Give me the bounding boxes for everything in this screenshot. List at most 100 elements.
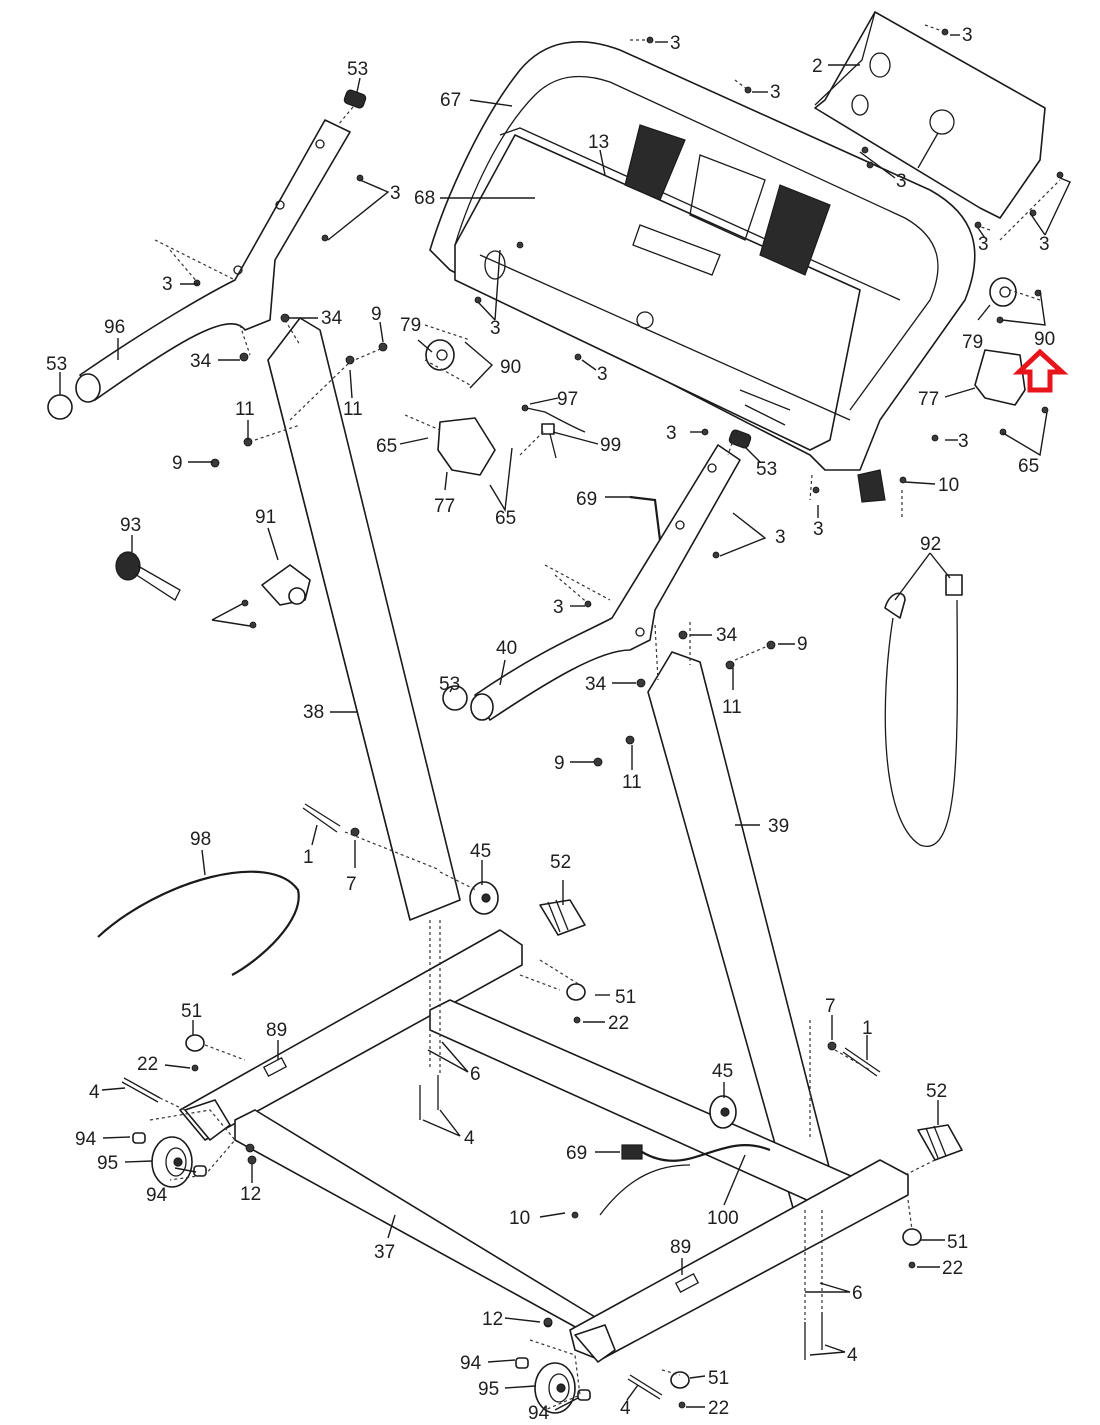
label-11: 11 xyxy=(343,399,363,420)
label-3: 3 xyxy=(490,318,501,339)
label-91: 91 xyxy=(255,507,276,528)
label-22: 22 xyxy=(137,1054,158,1075)
label-92: 92 xyxy=(920,534,941,555)
label-3: 3 xyxy=(978,234,989,255)
label-4: 4 xyxy=(620,1398,631,1419)
label-22: 22 xyxy=(708,1398,729,1419)
label-11: 11 xyxy=(722,697,742,718)
label-95: 95 xyxy=(97,1153,118,1174)
wheel-95-right xyxy=(534,1362,576,1414)
label-4: 4 xyxy=(847,1345,858,1366)
spacers-94-12 xyxy=(132,1132,591,1401)
label-9: 9 xyxy=(371,304,382,325)
latch-91 xyxy=(261,564,311,606)
label-3: 3 xyxy=(775,527,786,548)
label-52: 52 xyxy=(550,852,571,873)
label-4: 4 xyxy=(464,1128,475,1149)
label-79: 79 xyxy=(400,315,421,336)
label-98: 98 xyxy=(190,829,211,850)
label-95: 95 xyxy=(478,1379,499,1400)
label-96: 96 xyxy=(104,317,125,338)
base-frame-37 xyxy=(179,929,909,1363)
label-65: 65 xyxy=(376,436,397,457)
wire-harness-69-lower xyxy=(599,1144,771,1216)
label-51: 51 xyxy=(181,1001,202,1022)
wire-harness-69-upper xyxy=(629,495,662,541)
leader-lines xyxy=(59,34,1071,1411)
bolts-1 xyxy=(302,803,881,1077)
label-79: 79 xyxy=(962,332,983,353)
label-7: 7 xyxy=(825,996,836,1017)
label-22: 22 xyxy=(608,1013,629,1034)
label-65: 65 xyxy=(495,508,516,529)
label-45: 45 xyxy=(712,1061,733,1082)
label-53: 53 xyxy=(439,674,460,695)
label-52: 52 xyxy=(926,1081,947,1102)
label-3: 3 xyxy=(896,171,907,192)
label-100: 100 xyxy=(707,1208,739,1229)
speakers-79 xyxy=(425,277,1017,371)
label-3: 3 xyxy=(553,597,564,618)
label-53: 53 xyxy=(756,459,777,480)
label-89: 89 xyxy=(670,1237,691,1258)
end-cap-52-left xyxy=(539,899,586,936)
knob-93 xyxy=(115,551,181,601)
long-screws-4 xyxy=(121,1075,823,1400)
label-12: 12 xyxy=(240,1184,261,1205)
label-1: 1 xyxy=(303,847,314,868)
label-68: 68 xyxy=(414,188,435,209)
label-69: 69 xyxy=(576,489,597,510)
label-22: 22 xyxy=(942,1258,963,1279)
console-cover-2 xyxy=(814,11,1046,219)
console-cable xyxy=(857,469,886,503)
label-89: 89 xyxy=(266,1020,287,1041)
roller-45-upper xyxy=(469,881,499,915)
label-39: 39 xyxy=(768,816,789,837)
label-34: 34 xyxy=(190,351,212,372)
label-10: 10 xyxy=(509,1208,530,1229)
label-3: 3 xyxy=(162,274,173,295)
label-34: 34 xyxy=(321,308,343,329)
label-51: 51 xyxy=(615,987,636,1008)
leveling-feet-51 xyxy=(185,983,922,1389)
label-93: 93 xyxy=(120,515,141,536)
right-handrail-40 xyxy=(470,444,741,721)
label-3: 3 xyxy=(666,423,677,444)
label-4: 4 xyxy=(89,1082,100,1103)
label-40: 40 xyxy=(496,638,517,659)
label-34: 34 xyxy=(585,674,607,695)
label-3: 3 xyxy=(1039,234,1050,255)
label-94: 94 xyxy=(528,1403,550,1424)
label-94: 94 xyxy=(146,1185,168,1206)
label-99: 99 xyxy=(600,435,621,456)
label-90: 90 xyxy=(500,357,521,378)
label-11: 11 xyxy=(622,772,642,793)
label-9: 9 xyxy=(554,753,565,774)
label-1: 1 xyxy=(862,1018,873,1039)
label-12: 12 xyxy=(482,1309,503,1330)
label-97: 97 xyxy=(557,389,578,410)
sensor-99 xyxy=(521,406,586,459)
wheel-95-left xyxy=(151,1136,193,1188)
label-51: 51 xyxy=(947,1232,968,1253)
assembly-lines xyxy=(149,24,1061,1411)
label-94: 94 xyxy=(75,1129,97,1150)
left-handrail-96 xyxy=(75,119,351,403)
label-37: 37 xyxy=(374,1242,395,1263)
label-77: 77 xyxy=(918,389,939,410)
label-65: 65 xyxy=(1018,456,1039,477)
safety-key-92 xyxy=(884,574,963,847)
label-67: 67 xyxy=(440,90,461,111)
handrail-caps-53 xyxy=(47,89,752,711)
label-53: 53 xyxy=(347,59,368,80)
label-34: 34 xyxy=(716,625,738,646)
part-labels: 3 3 2 53 67 3 13 3 68 3 3 3 3 3 96 34 9 … xyxy=(46,25,1055,1424)
label-3: 3 xyxy=(962,25,973,46)
roller-45-lower xyxy=(709,1095,737,1129)
label-7: 7 xyxy=(346,874,357,895)
label-2: 2 xyxy=(812,56,823,77)
label-90: 90 xyxy=(1034,329,1055,350)
right-upright-39 xyxy=(647,651,841,1216)
brackets-77 xyxy=(437,349,1026,476)
